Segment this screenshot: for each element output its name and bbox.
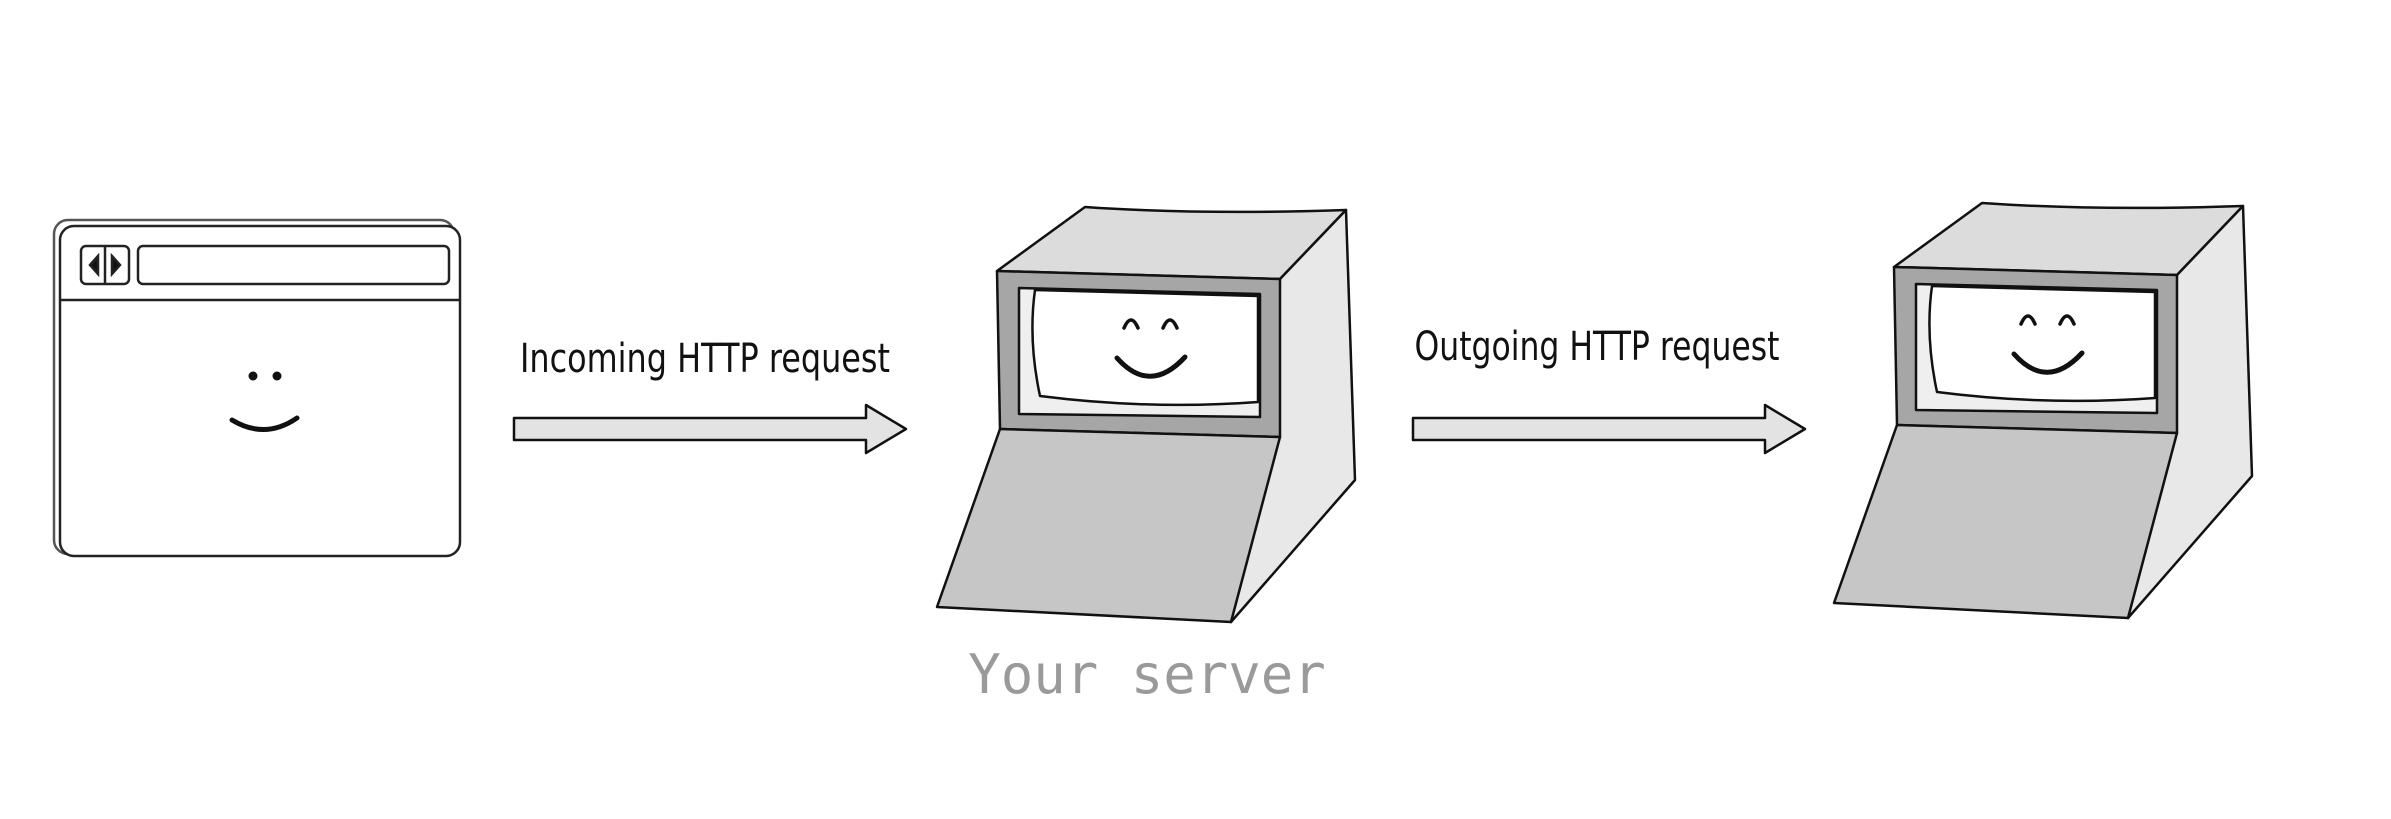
browser-window-icon <box>52 218 462 558</box>
outgoing-arrow-icon <box>1411 403 1807 455</box>
server-screen <box>1928 284 2157 403</box>
forward-arrow-icon <box>110 252 122 278</box>
happy-face-icon <box>1114 318 1188 379</box>
your-server-icon <box>935 205 1357 624</box>
back-arrow-icon <box>88 252 100 278</box>
smiley-face-icon <box>229 371 300 432</box>
address-bar <box>136 244 451 286</box>
server-keyboard <box>1832 423 2179 620</box>
external-server-icon <box>1832 201 2254 620</box>
happy-face-icon <box>2011 314 2085 375</box>
your-server-label: Your server <box>968 643 1326 706</box>
incoming-arrow-icon <box>512 403 908 455</box>
incoming-request-label: Incoming HTTP request <box>520 336 890 382</box>
outgoing-request-label: Outgoing HTTP request <box>1415 324 1780 370</box>
server-keyboard <box>935 427 1282 624</box>
server-screen <box>1031 288 1260 407</box>
